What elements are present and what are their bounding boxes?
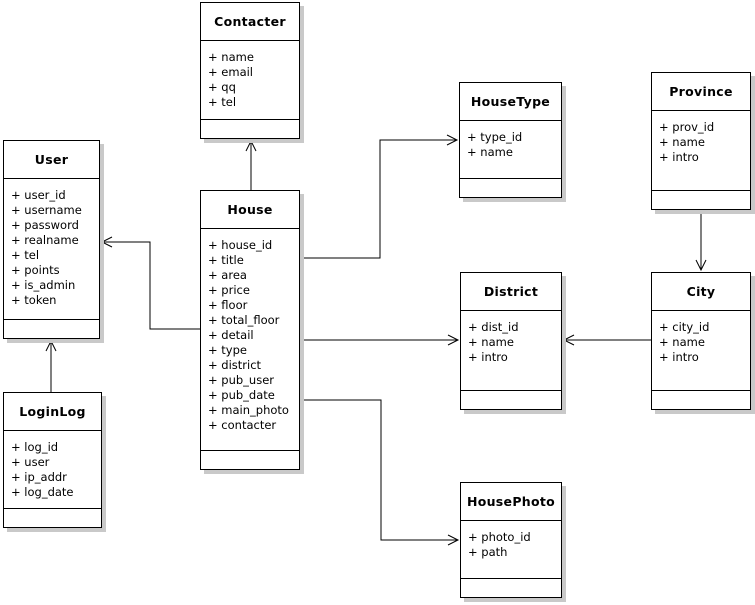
class-attribute: + dist_id (468, 320, 519, 334)
class-attribute: + area (208, 268, 247, 282)
class-attributes-compartment: + log_id+ user+ ip_addr+ log_date (4, 431, 101, 508)
class-title: Province (652, 73, 750, 111)
class-attribute: + city_id (659, 320, 710, 334)
class-methods-compartment-empty (461, 390, 561, 409)
class-attribute: + pub_date (208, 388, 275, 402)
class-attribute: + prov_id (659, 120, 715, 134)
class-attribute: + is_admin (11, 278, 76, 292)
class-attributes-compartment: + name+ email+ qq+ tel (201, 41, 299, 119)
class-methods-compartment-empty (460, 178, 561, 197)
class-attributes-compartment: + house_id+ title+ area+ price+ floor+ t… (201, 229, 299, 450)
class-title: City (652, 273, 750, 311)
class-methods-compartment-empty (652, 390, 750, 409)
class-methods-compartment-empty (4, 319, 99, 338)
class-attribute: + pub_user (208, 373, 275, 387)
class-box-user[interactable]: User+ user_id+ username+ password+ realn… (3, 140, 100, 339)
class-box-housephoto[interactable]: HousePhoto+ photo_id+ path (460, 482, 562, 598)
class-attribute: + path (468, 545, 508, 559)
class-attribute: + realname (11, 233, 79, 247)
class-title: District (461, 273, 561, 311)
class-methods-compartment-empty (201, 450, 299, 469)
class-title: User (4, 141, 99, 179)
class-attribute: + password (11, 218, 79, 232)
class-attribute: + intro (659, 350, 699, 364)
class-attribute: + name (468, 335, 514, 349)
class-attribute: + tel (11, 248, 40, 262)
class-attribute: + intro (468, 350, 508, 364)
class-attribute: + token (11, 293, 57, 307)
class-attribute: + tel (208, 95, 237, 109)
class-box-housetype[interactable]: HouseType+ type_id+ name (459, 82, 562, 198)
class-attribute: + name (659, 135, 705, 149)
class-attribute: + title (208, 253, 244, 267)
class-attribute: + intro (659, 150, 699, 164)
class-title: HousePhoto (461, 483, 561, 521)
class-box-loginlog[interactable]: LoginLog+ log_id+ user+ ip_addr+ log_dat… (3, 392, 102, 528)
connector-house-to-housephoto[interactable] (300, 399, 460, 546)
class-box-district[interactable]: District+ dist_id+ name+ intro (460, 272, 562, 410)
class-attribute: + log_date (11, 485, 74, 499)
class-attribute: + price (208, 283, 250, 297)
class-attribute: + points (11, 263, 60, 277)
class-attribute: + district (208, 358, 262, 372)
class-attribute: + contacter (208, 418, 277, 432)
class-attribute: + type_id (467, 130, 523, 144)
class-attribute: + user_id (11, 188, 66, 202)
class-attribute: + house_id (208, 238, 273, 252)
class-attribute: + name (208, 50, 254, 64)
class-attributes-compartment: + user_id+ username+ password+ realname+… (4, 179, 99, 319)
class-attribute: + total_floor (208, 313, 280, 327)
class-title: LoginLog (4, 393, 101, 431)
connector-house-to-housetype[interactable] (300, 134, 459, 259)
class-attributes-compartment: + dist_id+ name+ intro (461, 311, 561, 390)
class-box-contacter[interactable]: Contacter+ name+ email+ qq+ tel (200, 2, 300, 139)
class-box-city[interactable]: City+ city_id+ name+ intro (651, 272, 751, 410)
class-attribute: + email (208, 65, 254, 79)
class-attribute: + photo_id (468, 530, 531, 544)
class-title: Contacter (201, 3, 299, 41)
class-attribute: + main_photo (208, 403, 289, 417)
class-box-province[interactable]: Province+ prov_id+ name+ intro (651, 72, 751, 210)
class-attribute: + name (467, 145, 513, 159)
class-attribute: + log_id (11, 440, 59, 454)
class-methods-compartment-empty (201, 119, 299, 138)
class-attribute: + floor (208, 298, 248, 312)
class-attributes-compartment: + prov_id+ name+ intro (652, 111, 750, 190)
class-box-house[interactable]: House+ house_id+ title+ area+ price+ flo… (200, 190, 300, 470)
class-attribute: + user (11, 455, 50, 469)
class-attribute: + detail (208, 328, 254, 342)
class-methods-compartment-empty (652, 190, 750, 209)
class-attribute: + qq (208, 80, 236, 94)
class-attributes-compartment: + photo_id+ path (461, 521, 561, 578)
class-title: House (201, 191, 299, 229)
class-attribute: + type (208, 343, 247, 357)
class-title: HouseType (460, 83, 561, 121)
class-methods-compartment-empty (4, 508, 101, 527)
class-attributes-compartment: + type_id+ name (460, 121, 561, 178)
class-attribute: + name (659, 335, 705, 349)
class-attribute: + username (11, 203, 82, 217)
class-methods-compartment-empty (461, 578, 561, 597)
class-attribute: + ip_addr (11, 470, 67, 484)
class-attributes-compartment: + city_id+ name+ intro (652, 311, 750, 390)
connector-house-to-user[interactable] (100, 236, 200, 330)
